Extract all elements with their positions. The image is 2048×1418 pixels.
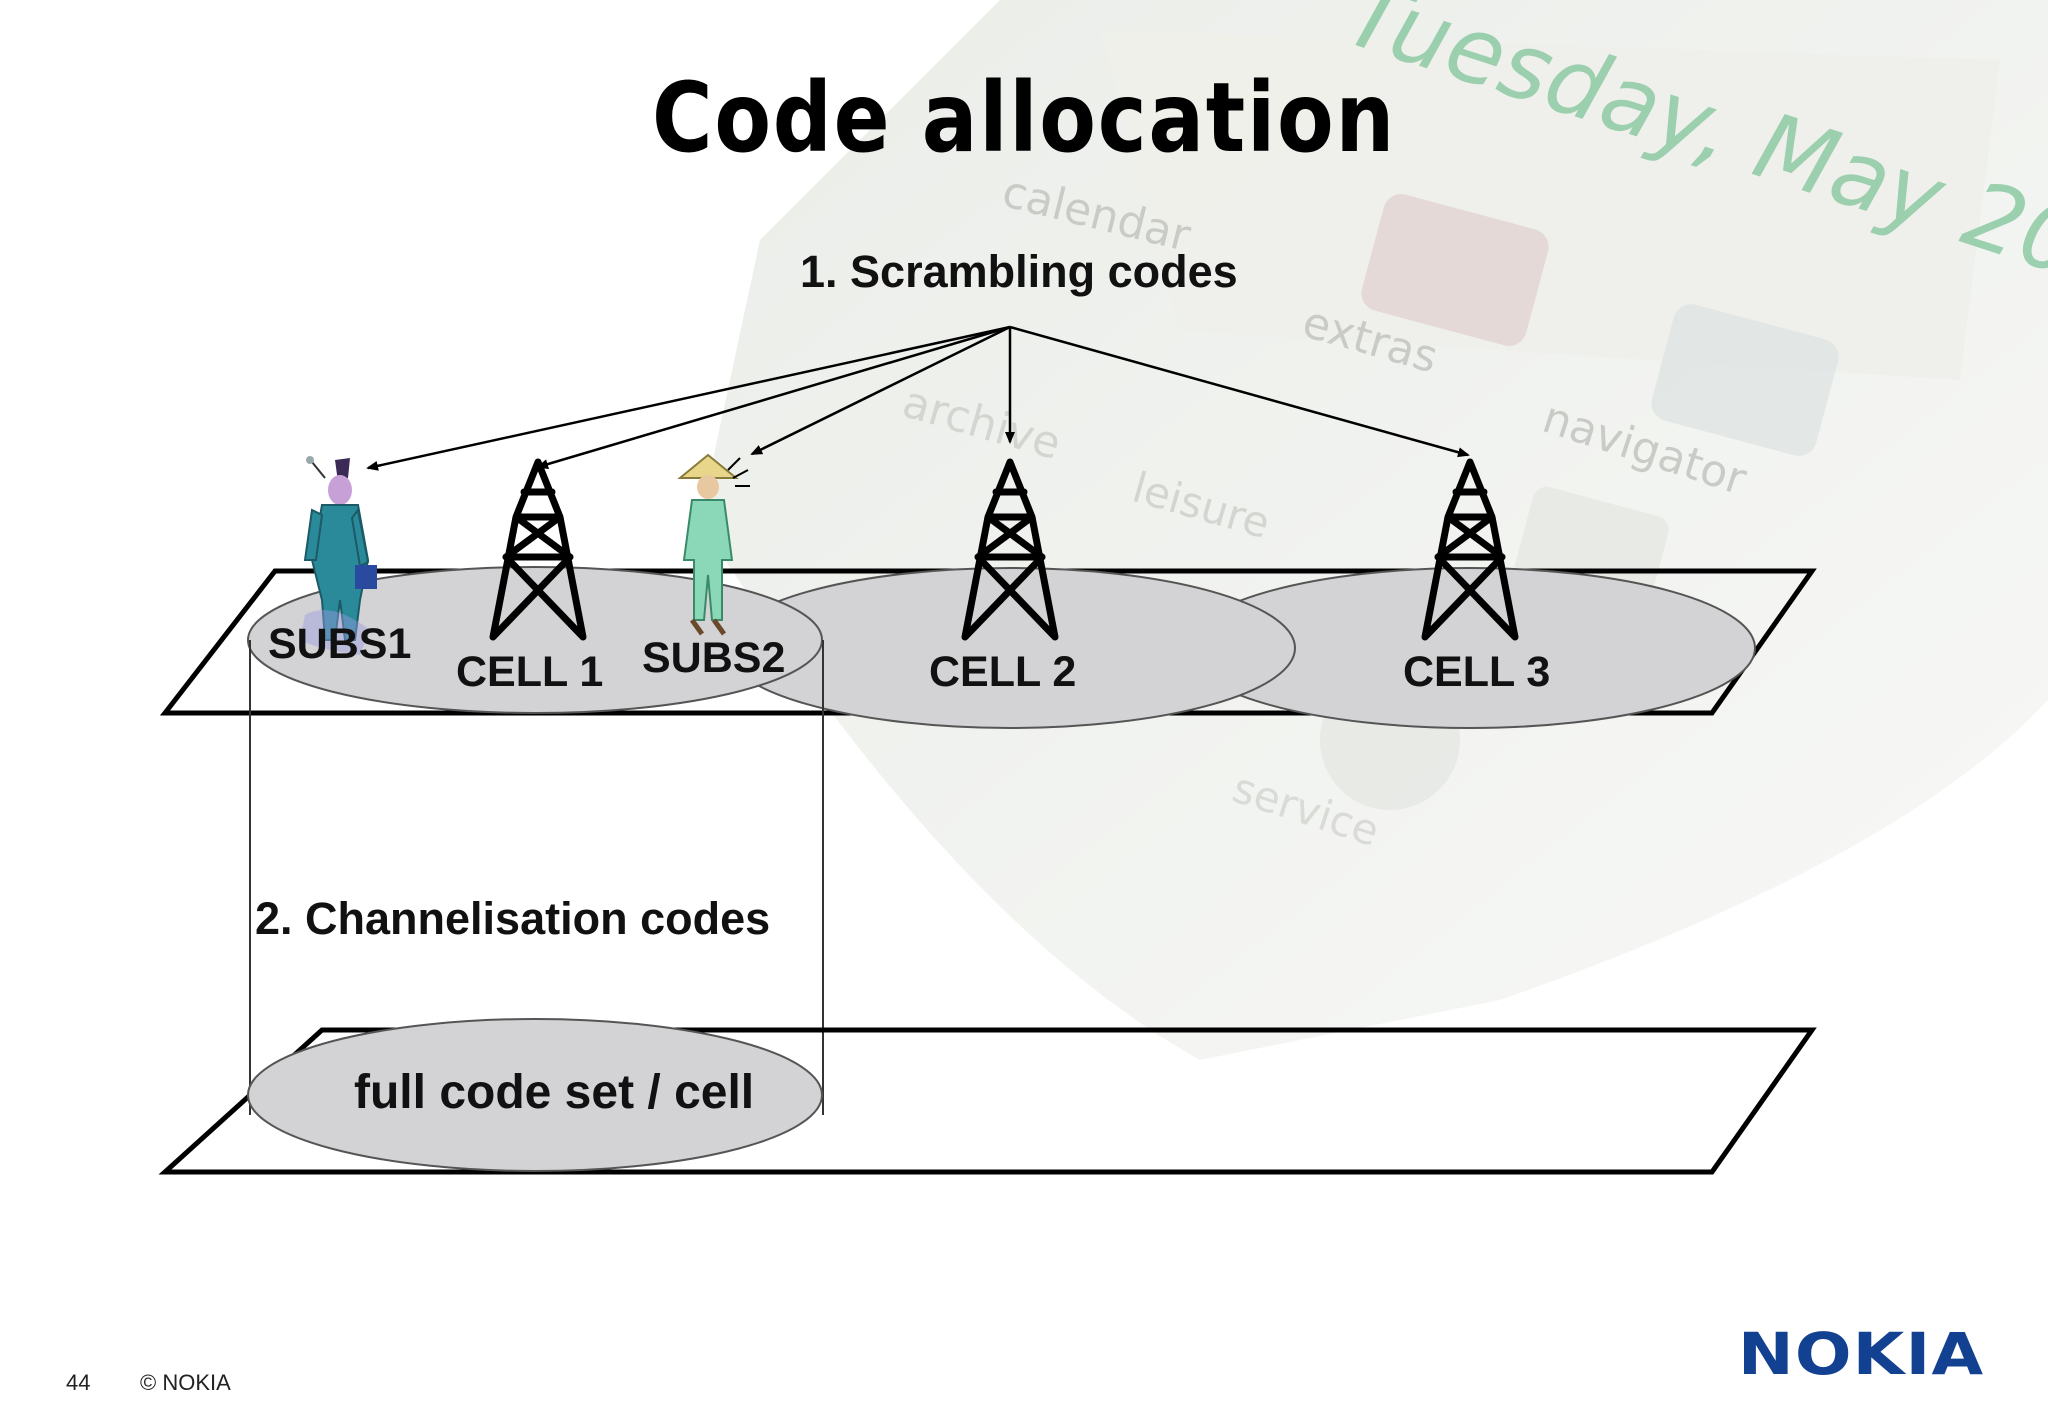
page-number: 44 bbox=[66, 1370, 91, 1395]
nokia-logo: NOKIA bbox=[1737, 1320, 1984, 1388]
scrambling-codes-heading: 1. Scrambling codes bbox=[800, 246, 1238, 297]
subs1-person-icon bbox=[300, 456, 377, 655]
cell2-label: CELL 2 bbox=[929, 648, 1077, 696]
page-title: Code allocation bbox=[652, 62, 1396, 174]
subs2-person-icon bbox=[677, 453, 750, 636]
subs1-label: SUBS1 bbox=[268, 620, 412, 668]
scrambling-arrows bbox=[366, 325, 1470, 471]
cell3-label: CELL 3 bbox=[1403, 648, 1551, 696]
upper-plane bbox=[159, 568, 1817, 716]
full-code-set-label: full code set / cell bbox=[354, 1066, 755, 1119]
copyright-text: © NOKIA bbox=[140, 1370, 231, 1395]
subs2-label: SUBS2 bbox=[642, 634, 786, 682]
cell1-label: CELL 1 bbox=[456, 648, 604, 696]
channelisation-codes-heading: 2. Channelisation codes bbox=[255, 893, 771, 944]
full-code-set-ellipse bbox=[247, 1018, 823, 1172]
